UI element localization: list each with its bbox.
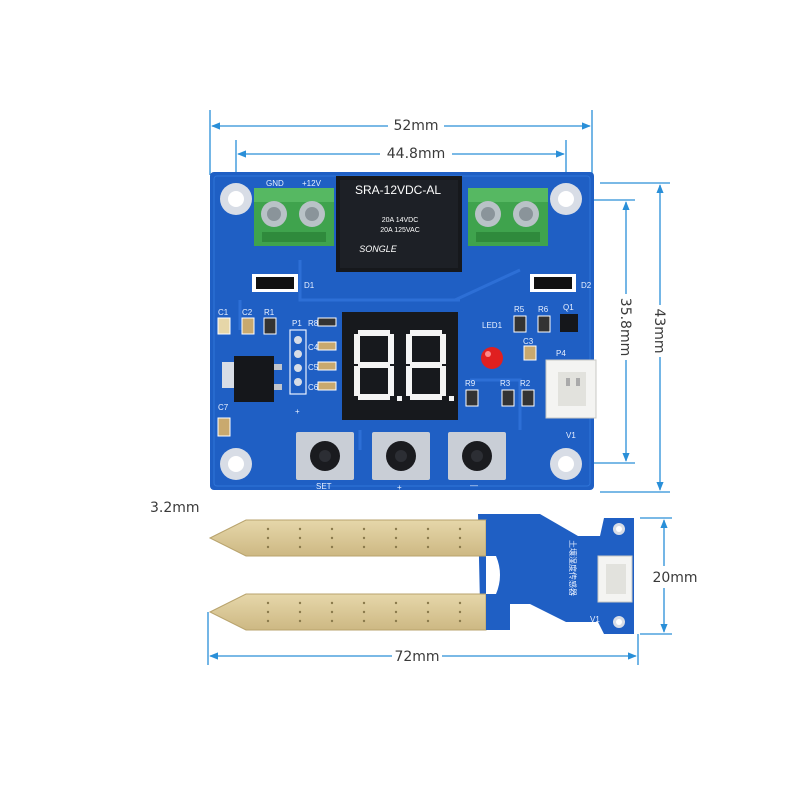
board-height-label: 43mm [651, 308, 667, 353]
c2-label: C2 [242, 308, 253, 317]
mounting-hole [220, 448, 252, 480]
relay-model-text: SRA-12VDC-AL [355, 183, 441, 197]
minus-button[interactable] [448, 432, 506, 480]
plus-button[interactable] [372, 432, 430, 480]
relay [336, 176, 462, 272]
plus-button-label: + [397, 483, 402, 492]
smd-components-mid [317, 317, 337, 391]
minus-button-label: — [470, 481, 478, 490]
c6-label: C6 [308, 383, 319, 392]
c1-label: C1 [218, 308, 229, 317]
soil-moisture-probe [208, 514, 634, 634]
relay-rating-text: 20A 14VDC [382, 217, 419, 224]
label-bg [652, 566, 698, 588]
relay-controller-board: GND +12V SRA-12VDC-AL 20A 14VDC 20A 125V… [210, 172, 597, 492]
probe-chinese-label: 土壤湿度传感器 [568, 540, 578, 596]
set-button-label: SET [316, 482, 332, 491]
label-bg [392, 645, 442, 667]
led1-label: LED1 [482, 321, 503, 330]
set-button[interactable] [296, 432, 354, 480]
probe-length-label: 72mm [394, 649, 439, 665]
diode-d2 [530, 274, 576, 292]
r3-label: R3 [500, 379, 511, 388]
r8-label: R8 [308, 319, 319, 328]
relay-rating-text: 20A 125VAC [380, 227, 420, 234]
r9-label: R9 [465, 379, 476, 388]
probe-width-label: 20mm [652, 570, 697, 586]
board-width-label: 52mm [393, 118, 438, 134]
d2-label: D2 [581, 281, 592, 290]
p4-label: P4 [556, 349, 566, 358]
power-terminal-block [254, 188, 334, 246]
hole-vertical-label: 35.8mm [617, 298, 633, 356]
vcc-label: +12V [302, 179, 322, 188]
diode-d1 [252, 274, 298, 292]
label-bg [646, 305, 674, 357]
mounting-hole [220, 183, 252, 215]
label-bg [612, 294, 640, 360]
p1-plus-label: + [295, 407, 300, 416]
d1-label: D1 [304, 281, 315, 290]
mounting-hole [550, 183, 582, 215]
smd-components-left [217, 317, 277, 437]
v1-board-label: V1 [566, 431, 576, 440]
r2-label: R2 [520, 379, 531, 388]
hole-spacing-label: 44.8mm [387, 146, 445, 162]
r6-label: R6 [538, 305, 549, 314]
c4-label: C4 [308, 343, 319, 352]
seven-segment-display [342, 312, 458, 420]
header-p1 [289, 329, 307, 395]
r5-label: R5 [514, 305, 525, 314]
smd-components-right [465, 315, 551, 407]
p1-label: P1 [292, 319, 302, 328]
transistor-q1 [560, 314, 578, 332]
c3-label: C3 [523, 337, 534, 346]
label-bg [380, 143, 452, 165]
red-led [481, 347, 503, 369]
voltage-regulator [222, 356, 282, 402]
mounting-hole [550, 448, 582, 480]
c5-label: C5 [308, 363, 319, 372]
probe-v1-label: V1 [590, 615, 600, 624]
c7-label: C7 [218, 403, 229, 412]
r1-label: R1 [264, 308, 275, 317]
label-bg [388, 114, 444, 136]
relay-brand-text: SONGLE [359, 244, 398, 254]
output-terminal-block [468, 188, 548, 246]
q1-label: Q1 [563, 303, 574, 312]
gnd-label: GND [266, 179, 284, 188]
probe-connector-p4 [545, 359, 597, 419]
hole-diameter-label: 3.2mm [150, 500, 200, 516]
